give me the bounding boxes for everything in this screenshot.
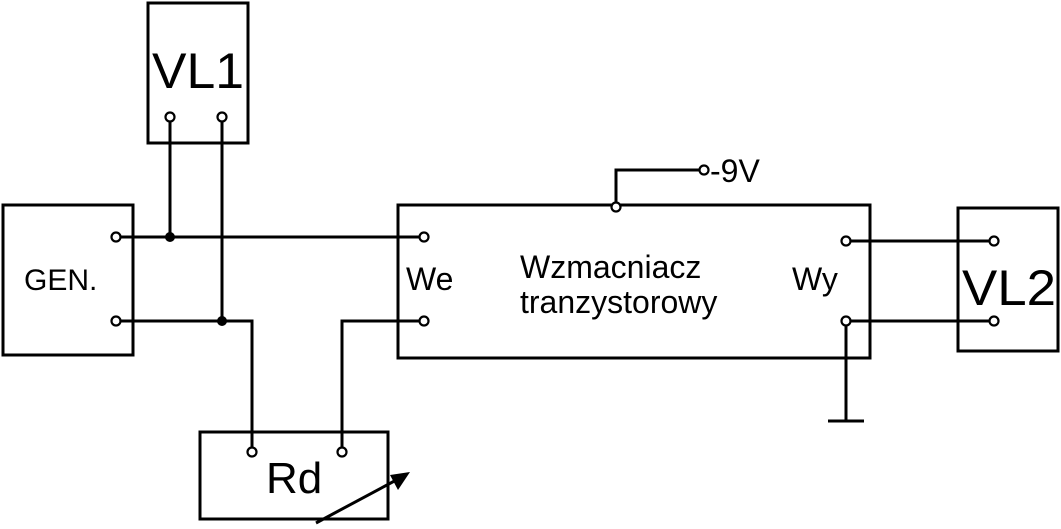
amplifier-box xyxy=(396,203,872,360)
terminal xyxy=(698,164,710,176)
wire-to-rd-left xyxy=(222,319,254,450)
vl1-box xyxy=(146,1,250,145)
terminal xyxy=(418,231,430,243)
terminal xyxy=(336,446,348,458)
terminal xyxy=(110,315,122,327)
gen-label: GEN. xyxy=(24,264,97,297)
amp-title-line2: tranzystorowy xyxy=(520,284,717,320)
junction-dot xyxy=(217,316,227,326)
variable-arrow-head xyxy=(390,472,410,490)
variable-arrow-line xyxy=(315,476,401,525)
terminal xyxy=(164,111,176,123)
vl1-label: VL1 xyxy=(152,43,244,99)
terminal xyxy=(988,315,1000,327)
amp-input-label: We xyxy=(406,261,453,297)
amp-output-label: Wy xyxy=(792,261,838,297)
wire-supply xyxy=(614,168,702,207)
rd-box xyxy=(198,430,390,521)
supply-label: -9V xyxy=(710,153,760,189)
junction-dot xyxy=(165,232,175,242)
terminal xyxy=(988,235,1000,247)
terminal xyxy=(110,231,122,243)
terminal xyxy=(216,111,228,123)
terminal xyxy=(418,315,430,327)
wire-rd-to-we xyxy=(340,319,422,450)
vl2-label: VL2 xyxy=(962,260,1056,316)
terminal xyxy=(840,315,852,327)
amp-title-line1: Wzmacniacz xyxy=(520,249,701,285)
vl2-box xyxy=(956,206,1060,353)
terminal xyxy=(840,235,852,247)
terminal xyxy=(610,201,622,213)
terminal xyxy=(246,446,258,458)
gen-box xyxy=(1,203,135,357)
rd-label: Rd xyxy=(266,454,322,503)
